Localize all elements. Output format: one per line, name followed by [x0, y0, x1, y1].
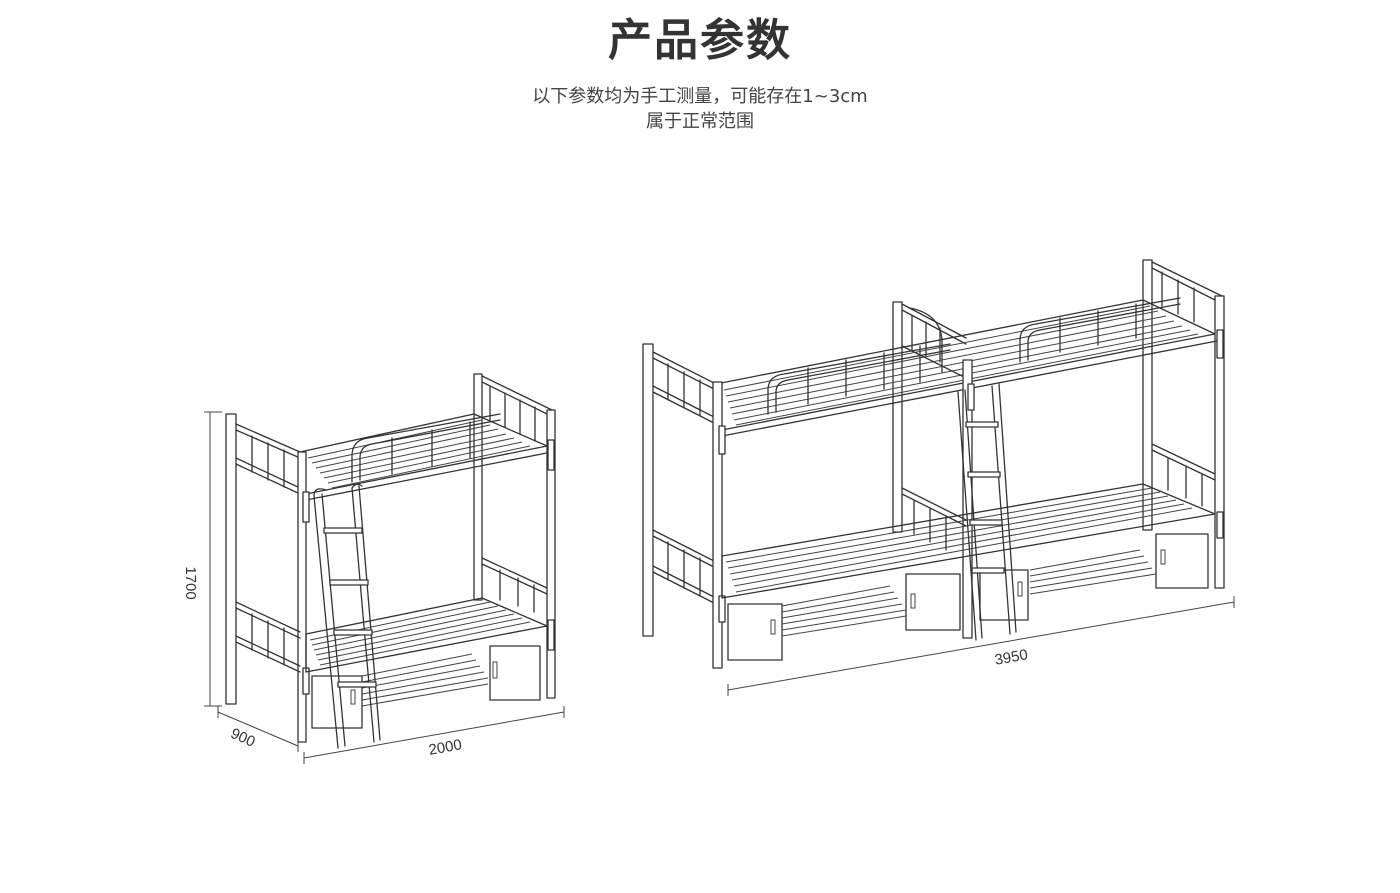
single-bed-dimension-lines — [204, 411, 565, 764]
double-bed-dimension-line — [727, 596, 1235, 696]
measurement-note-range: 属于正常范围 — [646, 111, 754, 132]
double-bunk-bed-drawing — [642, 259, 1225, 669]
measurement-note: 以下参数均为手工测量，可能存在1~3cm — [532, 86, 868, 107]
page-title: 产品参数 — [608, 15, 792, 66]
single-bunk-bed-drawing — [225, 373, 556, 749]
length-single-dimension-label: 2000 — [427, 736, 463, 759]
height-dimension-label: 1700 — [182, 566, 199, 599]
depth-dimension-label: 900 — [228, 725, 258, 751]
length-double-dimension-label: 3950 — [993, 646, 1029, 669]
